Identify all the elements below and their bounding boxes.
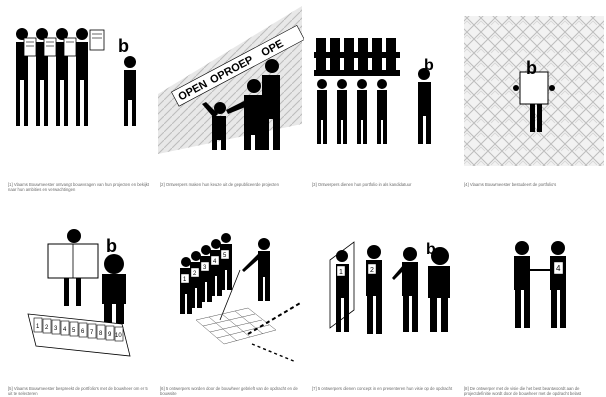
bouwheer-figure [102,254,126,324]
panel-4-illustration: b [460,4,606,180]
panel-3-illustration: b [308,4,456,180]
bouwmeester-symbol: b [426,241,436,258]
winning-designer [550,241,566,328]
panel-4: b [4] Vlaams Bouwmeester bestudeert de p… [460,4,606,194]
panel-2: OPEN OPROEP OPE [2] Ontwerpers maken hun… [156,4,304,194]
portfolio-box-row: 1 2 3 4 5 6 7 8 9 10 [28,314,130,356]
panel-8-illustration: 4 [460,204,606,380]
bouwmeester-symbol: b [106,236,117,256]
bouwmeester-symbol: b [424,57,434,74]
panel-7: 1 2 b [7] 5 ontwerpers dienen concept in… [308,204,456,394]
panel-4-caption: [4] Vlaams Bouwmeester bestudeert de por… [464,182,606,187]
panel-8-caption: [8] De ontwerper met de visie die het be… [464,386,606,397]
panel-1-caption: [1] Vlaams Bouwmeester ontvangt bouwvrag… [8,182,150,193]
panel-3-caption: [3] Ontwerpers dienen hun portfolio in a… [312,182,454,187]
panel-3: b [3] Ontwerpers dienen hun portfolio in… [308,4,456,194]
bouwheer-guide [242,238,270,301]
badge-number-2: 2 [370,267,374,274]
panel-1: b [1] Vlaams Bouwmeester ontvangt bouwvr… [4,4,152,194]
presenting-designers [336,245,382,334]
designer-figure-4 [76,28,88,126]
panel-6: 1 2 3 4 5 [6] 5 ontwerpers worden door d… [156,204,304,394]
bouwheer-figure [514,241,530,328]
panel-5-illustration: b 1 2 3 4 5 6 7 8 9 10 [4,204,152,380]
bouwmeester-symbol: b [526,58,537,78]
site-grid [196,308,276,344]
panel-6-caption: [6] 5 ontwerpers worden door de bouwheer… [160,386,302,397]
badge-number-1: 1 [339,269,343,276]
box-number-10: 10 [115,333,122,339]
panel-2-caption: [2] Ontwerpers maken hun keuze uit de ge… [160,182,302,187]
panel-7-caption: [7] 5 ontwerpers dienen concept in en pr… [312,386,454,391]
panel-7-illustration: 1 2 b [308,204,456,380]
panel-2-illustration: OPEN OPROEP OPE [156,4,304,180]
panel-1-illustration: b [4,4,152,180]
designer-queue [180,233,232,314]
presenter-with-board [48,229,98,306]
bouwmeester-figure [124,56,136,126]
panel-5: b 1 2 3 4 5 6 7 8 9 10 [5] Vlaams Bouwme… [4,204,152,394]
panel-8: 4 [8] De ontwerper met de visie die het … [460,204,606,394]
panel-6-illustration: 1 2 3 4 5 [156,204,304,380]
queue-designers [317,68,431,144]
panel-5-caption: [5] Vlaams Bouwmeester bespreekt de port… [8,386,150,397]
badge-number-4: 4 [556,264,561,273]
jury-figures [392,247,450,332]
bouwmeester-symbol: b [118,36,129,56]
portfolio-rack [314,38,400,76]
